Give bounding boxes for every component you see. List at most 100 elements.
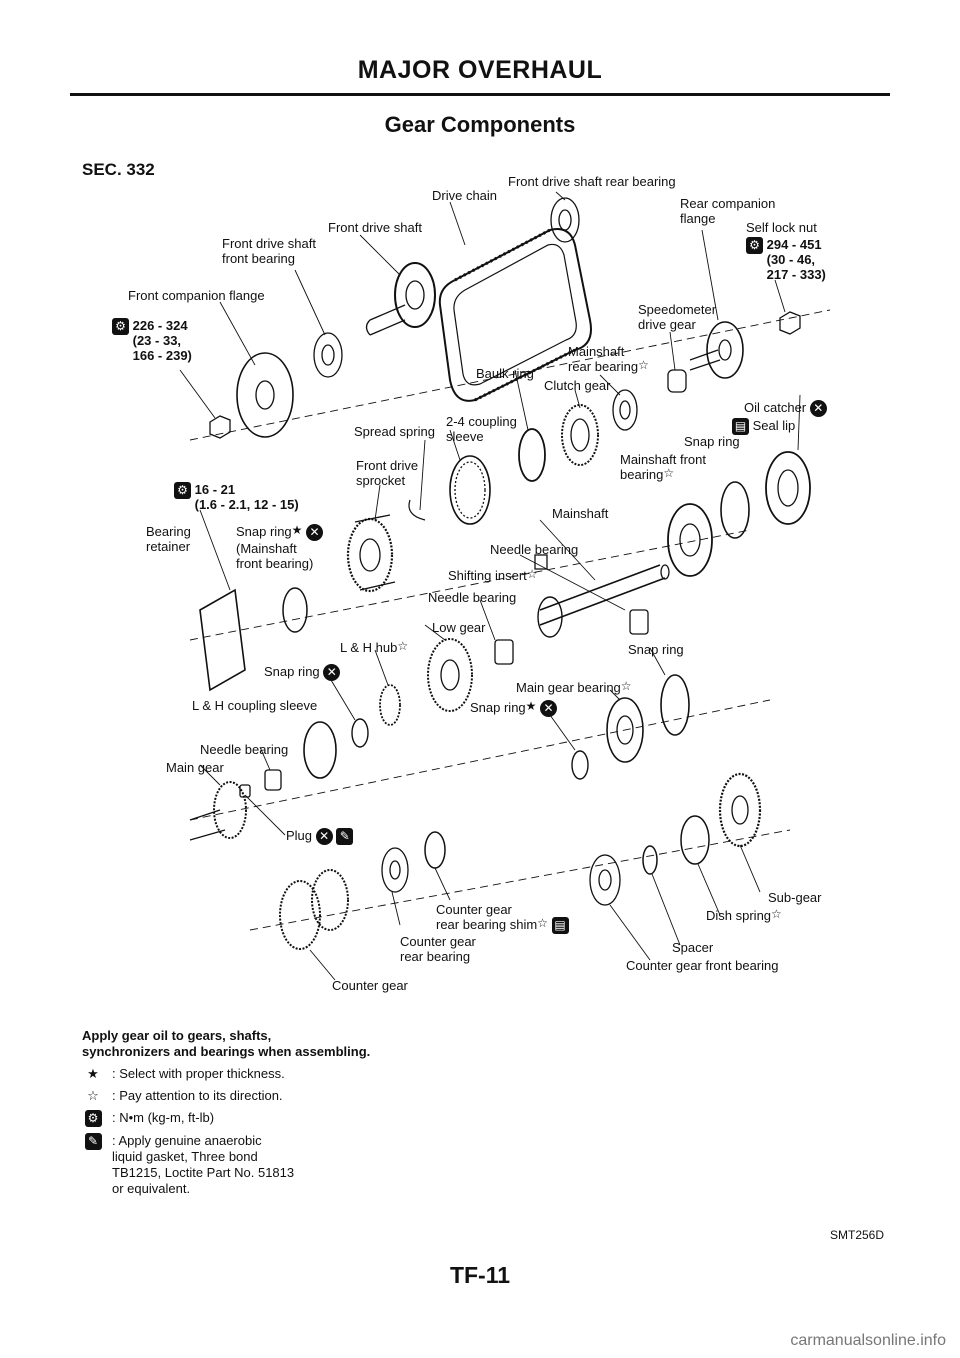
leader-lines [179, 191, 801, 981]
label-seal-lip: ▤ Seal lip [732, 418, 796, 436]
legend-text: : N•m (kg-m, ft-lb) [112, 1110, 215, 1125]
dish-spring-shape [680, 815, 710, 865]
label-snap-ring-1: Snap ring [684, 434, 740, 449]
label-torque-front-flange: ⚙ 226 - 324 (23 - 33, 166 - 239) [112, 318, 192, 363]
replace-part-icon: ✕ [315, 828, 333, 846]
label-sub-gear: Sub-gear [768, 890, 822, 905]
lh-hub-text: L & H hub [340, 640, 398, 655]
front-drive-sprocket-shape [346, 514, 396, 593]
label-main-gear: Main gear [166, 760, 224, 775]
main-gear-bearing-shape [606, 697, 644, 763]
exploded-diagram: Drive chain Front drive shaft rear beari… [70, 170, 900, 1010]
label-counter-gear-front-bearing: Counter gear front bearing [626, 958, 779, 973]
label-needle-bearing-1: Needle bearing [490, 542, 579, 557]
replace-part-icon: ✕ [306, 524, 324, 542]
select-thickness-star-icon: ★ [291, 523, 303, 537]
counter-gear-rear-bearing-shape [381, 847, 409, 893]
select-thickness-star-icon: ★ [525, 699, 537, 713]
replace-part-icon: ✕ [540, 700, 558, 718]
snap-ring-front-shape [282, 587, 308, 633]
label-needle-bearing-2: Needle bearing [428, 590, 517, 605]
section-code: SEC. 332 [82, 160, 155, 179]
needle-bearing-upper-shape [629, 609, 649, 635]
spacer-shape [642, 845, 658, 875]
sealant-tube-icon: ✎ [336, 828, 354, 846]
legend-text: : Pay attention to its direction. [112, 1088, 283, 1103]
axis-line-counter [249, 829, 791, 931]
front-lock-nut-shape [209, 415, 231, 439]
direction-star-icon: ☆ [638, 358, 649, 372]
label-front-companion-flange: Front companion flange [128, 288, 265, 303]
axis-line-lower [189, 699, 771, 821]
label-mainshaft-front-bearing: Mainshaft front bearing☆ [620, 452, 706, 482]
label-front-drive-shaft-rear-bearing: Front drive shaft rear bearing [508, 174, 676, 189]
front-drive-shaft-rear-bearing-shape [550, 197, 580, 243]
snap-ring-3-text: Snap ring [264, 664, 320, 679]
label-spacer: Spacer [672, 940, 714, 955]
label-drive-chain: Drive chain [432, 188, 498, 203]
plug-shape [239, 784, 251, 798]
clutch-gear-shape [561, 404, 599, 466]
assembly-notes: Apply gear oil to gears, shafts, synchro… [82, 1028, 502, 1203]
legend-row: ☆ : Pay attention to its direction. [82, 1088, 502, 1104]
snap-ring-mainshaft-text: Snap ring [236, 524, 292, 539]
watermark: carmanualsonline.info [790, 1332, 946, 1349]
label-snap-ring-3: Snap ring ✕ [264, 664, 341, 682]
label-front-drive-sprocket: Front drive sprocket [356, 458, 419, 488]
section-header: MAJOR OVERHAUL [70, 56, 890, 96]
diagram-drawing [179, 191, 831, 981]
bearing-retainer-shape [199, 588, 246, 692]
label-rear-companion-flange: Rear companion flange [680, 196, 776, 226]
legend-symbol-direction: ☆ [87, 1088, 99, 1103]
shifting-insert-shape [534, 554, 548, 570]
low-gear-shape [427, 638, 473, 712]
page-number: TF-11 [449, 1262, 511, 1288]
seal-lip-text: Seal lip [752, 418, 796, 433]
plug-text: Plug [286, 828, 313, 843]
label-clutch-gear: Clutch gear [544, 378, 611, 393]
oil-catcher-shape [765, 451, 811, 525]
counter-gear-shape [279, 869, 349, 950]
legend-row: ✎ : Apply genuine anaerobic liquid gaske… [82, 1133, 502, 1197]
torque-wrench-icon: ⚙ [112, 318, 129, 336]
label-main-gear-bearing: Main gear bearing☆ [516, 680, 632, 695]
legend-text: : Select with proper thickness. [112, 1066, 285, 1081]
sub-gear-shape [718, 772, 762, 848]
mainshaft-rear-bearing-shape [612, 389, 638, 431]
counter-gear-rear-bearing-shim-text: Counter gear rear bearing shim [436, 902, 538, 932]
legend-row: ⚙ : N•m (kg-m, ft-lb) [82, 1110, 502, 1128]
torque-self-lock-nut-value: 294 - 451 (30 - 46, 217 - 333) [766, 237, 826, 282]
label-counter-gear: Counter gear [332, 978, 408, 993]
snap-ring-4-text: Snap ring [470, 700, 526, 715]
label-mainshaft: Mainshaft [552, 506, 609, 521]
label-front-drive-shaft: Front drive shaft [328, 220, 422, 235]
snap-ring-mainshaft-sub-text: (Mainshaft front bearing) [236, 541, 314, 572]
sealant-tube-icon: ✎ [84, 1133, 102, 1151]
dish-spring-text: Dish spring [706, 908, 772, 923]
snap-ring-rear-shape [720, 481, 750, 539]
rear-companion-flange-shape [689, 321, 744, 379]
label-snap-ring-4: Snap ring★ ✕ [470, 699, 558, 718]
grease-icon: ▤ [732, 418, 749, 436]
label-needle-bearing-3: Needle bearing [200, 742, 289, 757]
axis-line-upper [189, 309, 831, 441]
label-speedometer-drive-gear: Speedometer drive gear [638, 302, 717, 332]
needle-bearing-middle-shape [494, 639, 514, 665]
front-drive-shaft-shape [365, 262, 436, 336]
counter-gear-shim-shape [424, 831, 446, 869]
replace-part-icon: ✕ [323, 664, 341, 682]
rear-lock-nut-shape [779, 311, 801, 335]
mainshaft-front-bearing-text: Mainshaft front bearing [620, 452, 706, 482]
snap-ring-right-shape [660, 674, 690, 736]
label-dish-spring: Dish spring☆ [706, 908, 782, 923]
torque-wrench-icon: ⚙ [84, 1110, 102, 1128]
direction-star-icon: ☆ [771, 907, 782, 921]
direction-star-icon: ☆ [526, 567, 538, 581]
legend-symbol-select-thickness: ★ [87, 1066, 99, 1081]
label-snap-ring-2: Snap ring [628, 642, 684, 657]
snap-ring-lh-shape [351, 718, 369, 748]
label-coupling-sleeve: 2-4 coupling sleeve [446, 414, 517, 444]
oil-catcher-text: Oil catcher [744, 400, 807, 415]
label-low-gear: Low gear [432, 620, 486, 635]
label-counter-gear-rear-bearing-shim: Counter gear rear bearing shim☆ ▤ [436, 902, 569, 935]
